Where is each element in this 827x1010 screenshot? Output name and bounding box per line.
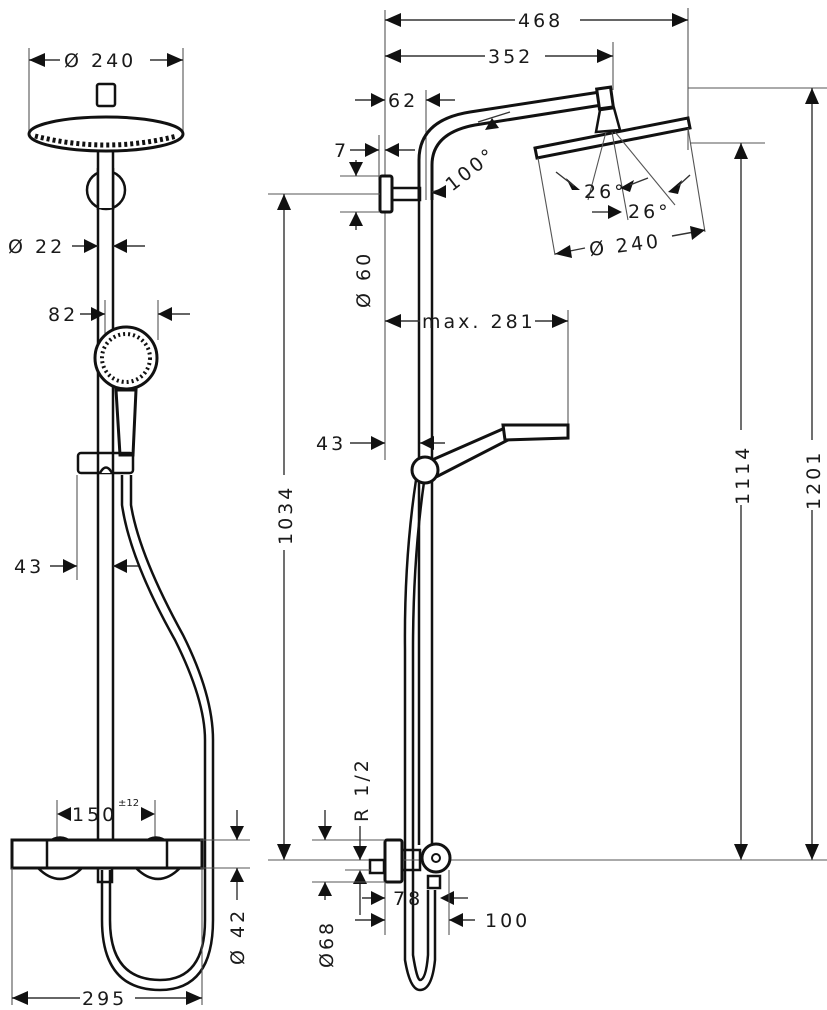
side-hose <box>403 479 437 992</box>
label-side-connection-depth: 78 <box>393 888 423 910</box>
label-side-spray-angle-1: 26° <box>584 181 627 203</box>
label-side-bracket-height: 1034 <box>275 485 297 545</box>
label-side-bracket-diameter: Ø 60 <box>353 251 375 308</box>
dim-side-connection-diameter: Ø68 <box>312 881 385 968</box>
side-view: 468 352 62 7 <box>268 8 827 992</box>
dim-side-total-height: 1201 <box>803 88 825 860</box>
label-side-connection-diameter: Ø68 <box>316 920 338 968</box>
side-overhead-shower <box>533 87 827 256</box>
dim-side-head-diameter: Ø 240 <box>554 226 706 261</box>
dim-front-pipe-diameter: Ø 22 <box>8 236 145 258</box>
label-side-spray-angle-2: 26° <box>628 201 671 223</box>
side-riser-pipe <box>417 200 434 845</box>
dim-side-bracket-height: 1034 <box>268 193 380 860</box>
label-front-pipe-diameter: Ø 22 <box>8 236 65 258</box>
dim-front-mixer-width: 295 <box>11 868 203 1010</box>
dim-side-head-reach: 352 <box>385 42 614 90</box>
front-thermostat-mixer <box>10 836 204 884</box>
overhead-shower-head <box>27 82 185 153</box>
dim-side-bracket-diameter: Ø 60 <box>340 160 380 308</box>
dim-side-connection-thread: R 1/2 <box>312 757 385 915</box>
front-riser-pipe <box>85 150 127 840</box>
label-front-mixer-diameter: Ø 42 <box>227 908 249 965</box>
front-hose <box>100 475 215 992</box>
side-hand-shower <box>410 423 570 485</box>
dim-front-holder-offset: 43 <box>14 475 140 580</box>
label-front-mixer-tolerance: ±12 <box>118 798 139 809</box>
dim-front-head-diameter: Ø 240 <box>28 48 184 135</box>
dim-side-hand-shower-reach: max. 281 <box>385 310 569 430</box>
label-side-overhead-height: 1114 <box>732 445 754 505</box>
label-front-mixer-spacing: 150 <box>72 804 117 826</box>
dim-side-overhead-height: 1114 <box>732 143 754 860</box>
side-wall-bracket <box>378 174 422 214</box>
label-side-head-diameter: Ø 240 <box>588 230 662 261</box>
label-side-total-reach: 468 <box>518 10 563 32</box>
dim-side-mixer-depth: 100 <box>355 870 530 935</box>
label-side-bend-angle: 100° <box>442 143 501 196</box>
front-hand-shower <box>76 325 159 475</box>
front-view: Ø 240 Ø 22 82 <box>8 48 250 1010</box>
label-side-connection-thread: R 1/2 <box>351 757 373 822</box>
label-side-wall-to-pipe: 62 <box>388 90 418 112</box>
label-front-mixer-width: 295 <box>82 988 127 1010</box>
label-side-head-reach: 352 <box>488 46 533 68</box>
label-side-total-height: 1201 <box>803 450 825 510</box>
label-front-hand-shower-width: 82 <box>48 304 78 326</box>
label-side-mixer-depth: 100 <box>485 910 530 932</box>
dim-front-mixer-diameter: Ø 42 <box>200 810 250 965</box>
dim-side-connection-depth: 78 <box>362 882 468 935</box>
label-side-holder-offset: 43 <box>316 433 346 455</box>
dim-side-spray-angles: 26° 26° <box>555 171 691 223</box>
dim-side-holder-offset: 43 <box>316 433 445 455</box>
side-mixer-connection <box>368 838 452 890</box>
dim-side-total-reach: 468 <box>385 8 689 150</box>
dim-side-wall-to-pipe: 62 <box>355 90 455 200</box>
dim-side-plate-depth: 7 <box>334 135 415 180</box>
label-side-hand-shower-reach: max. 281 <box>422 311 536 333</box>
label-front-head-diameter: Ø 240 <box>64 50 136 72</box>
label-front-holder-offset: 43 <box>14 556 44 578</box>
dim-front-mixer-spacing: 150 ±12 <box>56 798 156 845</box>
label-side-plate-depth: 7 <box>334 140 349 162</box>
